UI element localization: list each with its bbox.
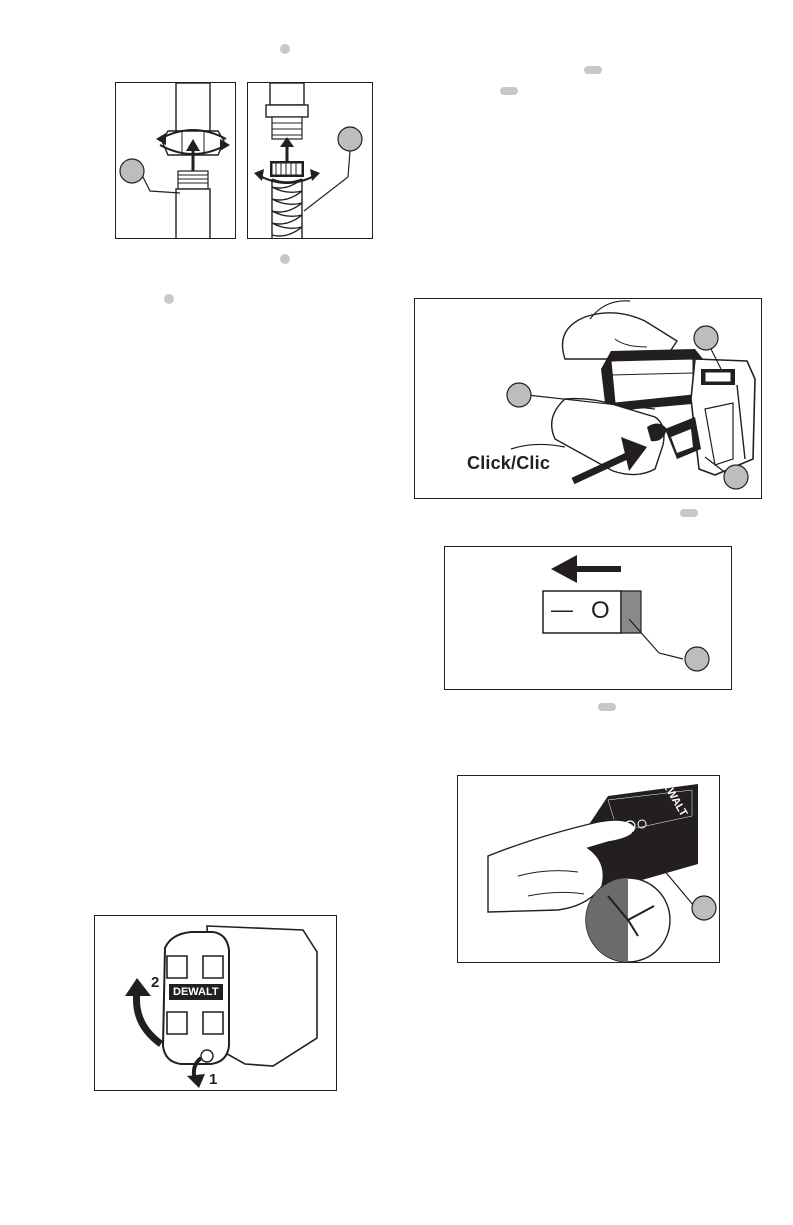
brand-logo-cover: DEWALT [173, 986, 219, 998]
step-2-label: 2 [151, 974, 159, 991]
figure-battery-insert: Click/Clic [414, 298, 762, 499]
figure-timer-button: DEWALT [457, 775, 720, 963]
ref-marker [280, 44, 290, 54]
switch-off-symbol: — [551, 597, 573, 623]
figure-power-switch: — O [444, 546, 732, 690]
step-1-label: 1 [209, 1071, 217, 1088]
ref-marker [584, 66, 602, 74]
ref-marker [500, 87, 518, 95]
ref-marker [680, 509, 698, 517]
figure-hose-right [247, 82, 373, 239]
figure-cover-removal: DEWALT 2 1 [94, 915, 337, 1091]
switch-on-symbol: O [591, 597, 610, 625]
ref-marker [598, 703, 616, 711]
figure-hose-left [115, 82, 236, 239]
ref-marker [164, 294, 174, 304]
click-clic-label: Click/Clic [467, 453, 550, 474]
ref-marker [280, 254, 290, 264]
